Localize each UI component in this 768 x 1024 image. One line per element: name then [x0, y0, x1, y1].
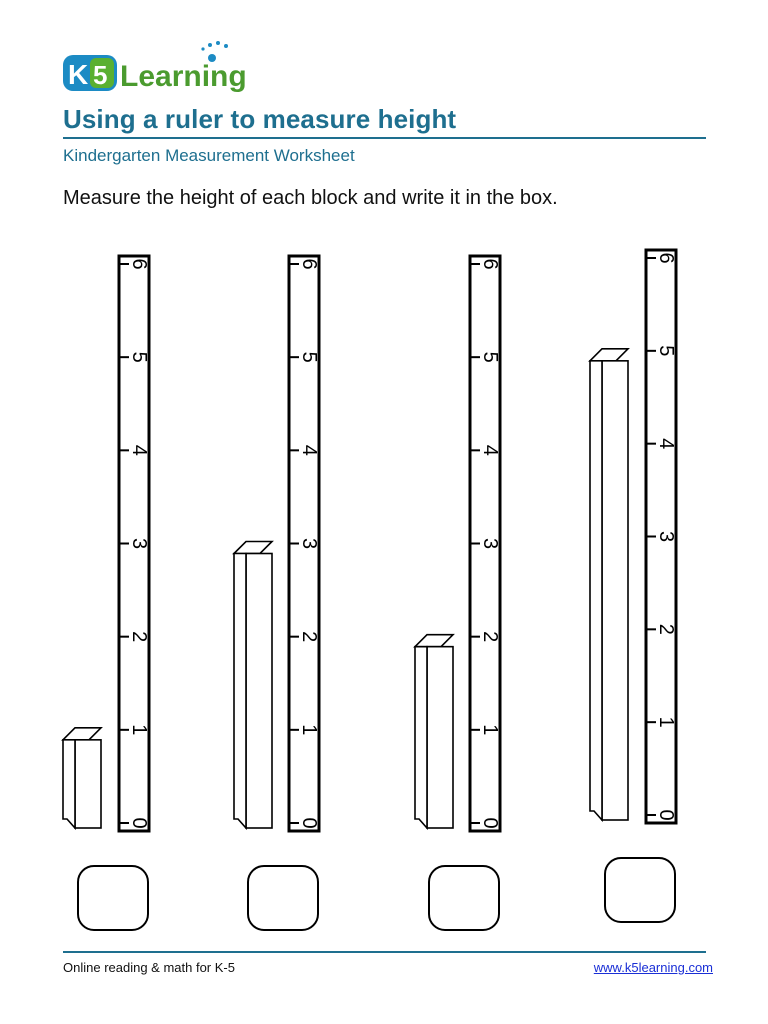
ruler-tick-label: 5: [128, 352, 150, 363]
svg-text:5: 5: [93, 60, 107, 90]
answer-box[interactable]: [247, 865, 319, 931]
instruction-text: Measure the height of each block and wri…: [63, 187, 558, 209]
exercise-2: 0 1 2 3 4 5 6: [232, 254, 321, 931]
ruler-tick-label: 5: [298, 352, 320, 363]
block-2: [413, 633, 455, 831]
block-1: [61, 727, 103, 831]
worksheet-title: Using a ruler to measure height: [63, 104, 457, 134]
ruler-tick-label: 5: [479, 352, 501, 363]
svg-text:K: K: [68, 59, 88, 90]
ruler-tick-label: 4: [479, 445, 501, 456]
ruler-tick-label: 1: [655, 717, 677, 728]
ruler-tick-label: 2: [479, 631, 501, 642]
k5-learning-logo: K 5 Learning: [63, 41, 247, 93]
ruler-tick-label: 0: [655, 809, 677, 820]
ruler-tick-label: 0: [298, 817, 320, 828]
ruler-tick-label: 3: [655, 531, 677, 542]
ruler-tick-label: 0: [128, 817, 150, 828]
exercise-area: 0 1 2 3 4 5 6 0 1 2 3 4 5 6 0 1 2 3 4 5 6 0 1 2 3 4 5 6: [61, 248, 678, 931]
ruler-tick-label: 3: [479, 538, 501, 549]
ruler-tick-label: 2: [128, 631, 150, 642]
answer-box[interactable]: [604, 857, 676, 923]
ruler-tick-label: 5: [655, 345, 677, 356]
ruler-tick-label: 1: [298, 724, 320, 735]
ruler-tick-label: 6: [479, 258, 501, 269]
footer-link[interactable]: www.k5learning.com: [593, 960, 713, 975]
ruler-tick-label: 4: [128, 445, 150, 456]
answer-box[interactable]: [428, 865, 500, 931]
block-3: [232, 540, 274, 831]
ruler-tick-label: 6: [298, 258, 320, 269]
exercise-4: 0 1 2 3 4 5 6: [588, 248, 678, 923]
ruler-tick-label: 4: [655, 438, 677, 449]
header-divider: [63, 137, 706, 139]
footer-tagline: Online reading & math for K-5: [63, 960, 235, 975]
ruler-tick-label: 6: [128, 258, 150, 269]
ruler-tick-label: 1: [479, 724, 501, 735]
exercise-3: 0 1 2 3 4 5 6: [413, 254, 502, 931]
ruler-tick-label: 6: [655, 252, 677, 263]
svg-text:Learning: Learning: [120, 60, 247, 93]
ruler-tick-label: 2: [298, 631, 320, 642]
exercise-1: 0 1 2 3 4 5 6: [61, 254, 151, 931]
ruler-tick-label: 3: [128, 538, 150, 549]
footer-divider: [63, 951, 706, 953]
ruler-tick-label: 4: [298, 445, 320, 456]
ruler-tick-label: 2: [655, 624, 677, 635]
answer-box[interactable]: [77, 865, 149, 931]
ruler-tick-label: 0: [479, 817, 501, 828]
block-5: [588, 348, 630, 823]
ruler-tick-label: 1: [128, 724, 150, 735]
worksheet-subtitle: Kindergarten Measurement Worksheet: [63, 146, 355, 165]
ruler-tick-label: 3: [298, 538, 320, 549]
